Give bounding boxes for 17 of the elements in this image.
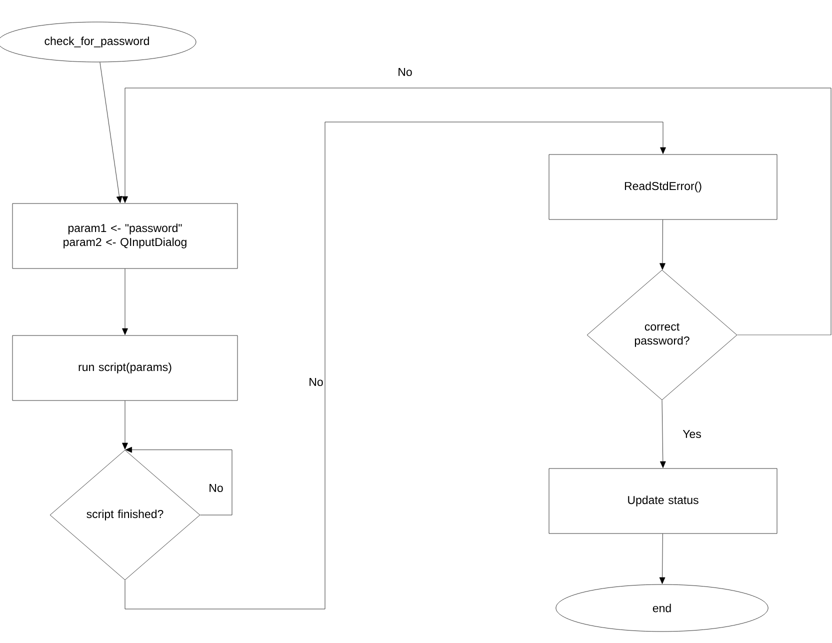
process-box: run script(params) (12, 335, 238, 401)
process-box: Update status (548, 468, 778, 534)
arrow (122, 400, 128, 450)
arrow (122, 268, 128, 335)
process-box: param1 <- "password" param2 <- QInputDialog (12, 203, 238, 269)
edge-label: Yes (682, 429, 702, 440)
arrow (124, 122, 666, 610)
arrow (660, 220, 666, 270)
edge-label: No (208, 483, 224, 494)
arrow (659, 534, 666, 584)
arrow (100, 62, 122, 203)
arrow (125, 446, 232, 516)
edge-label: No (396, 67, 414, 78)
arrow (122, 88, 832, 336)
arrow (660, 400, 666, 468)
edge-label: No (308, 377, 324, 388)
process-box: ReadStdError() (548, 154, 778, 220)
